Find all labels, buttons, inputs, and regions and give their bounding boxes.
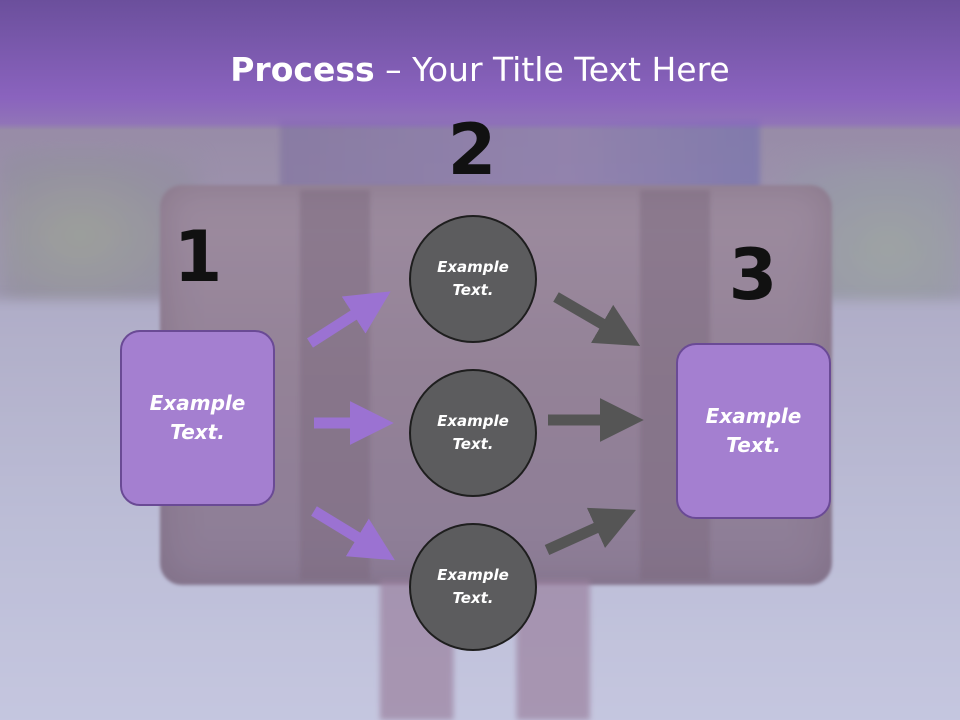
circle-middle-line2: Text. xyxy=(452,435,494,453)
slide-title: Process – Your Title Text Here xyxy=(0,50,960,89)
arrow-gray-up xyxy=(544,507,637,556)
title-bar xyxy=(0,0,960,130)
step-3-line1: Example xyxy=(705,404,802,428)
title-rest: – Your Title Text Here xyxy=(374,50,730,89)
step-3-line2: Text. xyxy=(726,433,781,457)
circle-top-line2: Text. xyxy=(452,281,494,299)
circle-bottom-line2: Text. xyxy=(452,589,494,607)
step-number-2: 2 xyxy=(447,109,497,191)
arrow-purple-down xyxy=(311,506,395,561)
step-number-1: 1 xyxy=(173,216,223,298)
circle-bottom-line1: Example xyxy=(437,566,509,584)
arrow-purple-up xyxy=(307,291,391,348)
step-1-line1: Example xyxy=(149,391,246,415)
circle-top-line1: Example xyxy=(437,258,509,276)
arrow-gray-down xyxy=(553,292,641,346)
title-bold: Process xyxy=(230,50,375,89)
circle-middle-line1: Example xyxy=(437,412,509,430)
step-number-3: 3 xyxy=(728,234,778,316)
step-1-line2: Text. xyxy=(170,420,225,444)
